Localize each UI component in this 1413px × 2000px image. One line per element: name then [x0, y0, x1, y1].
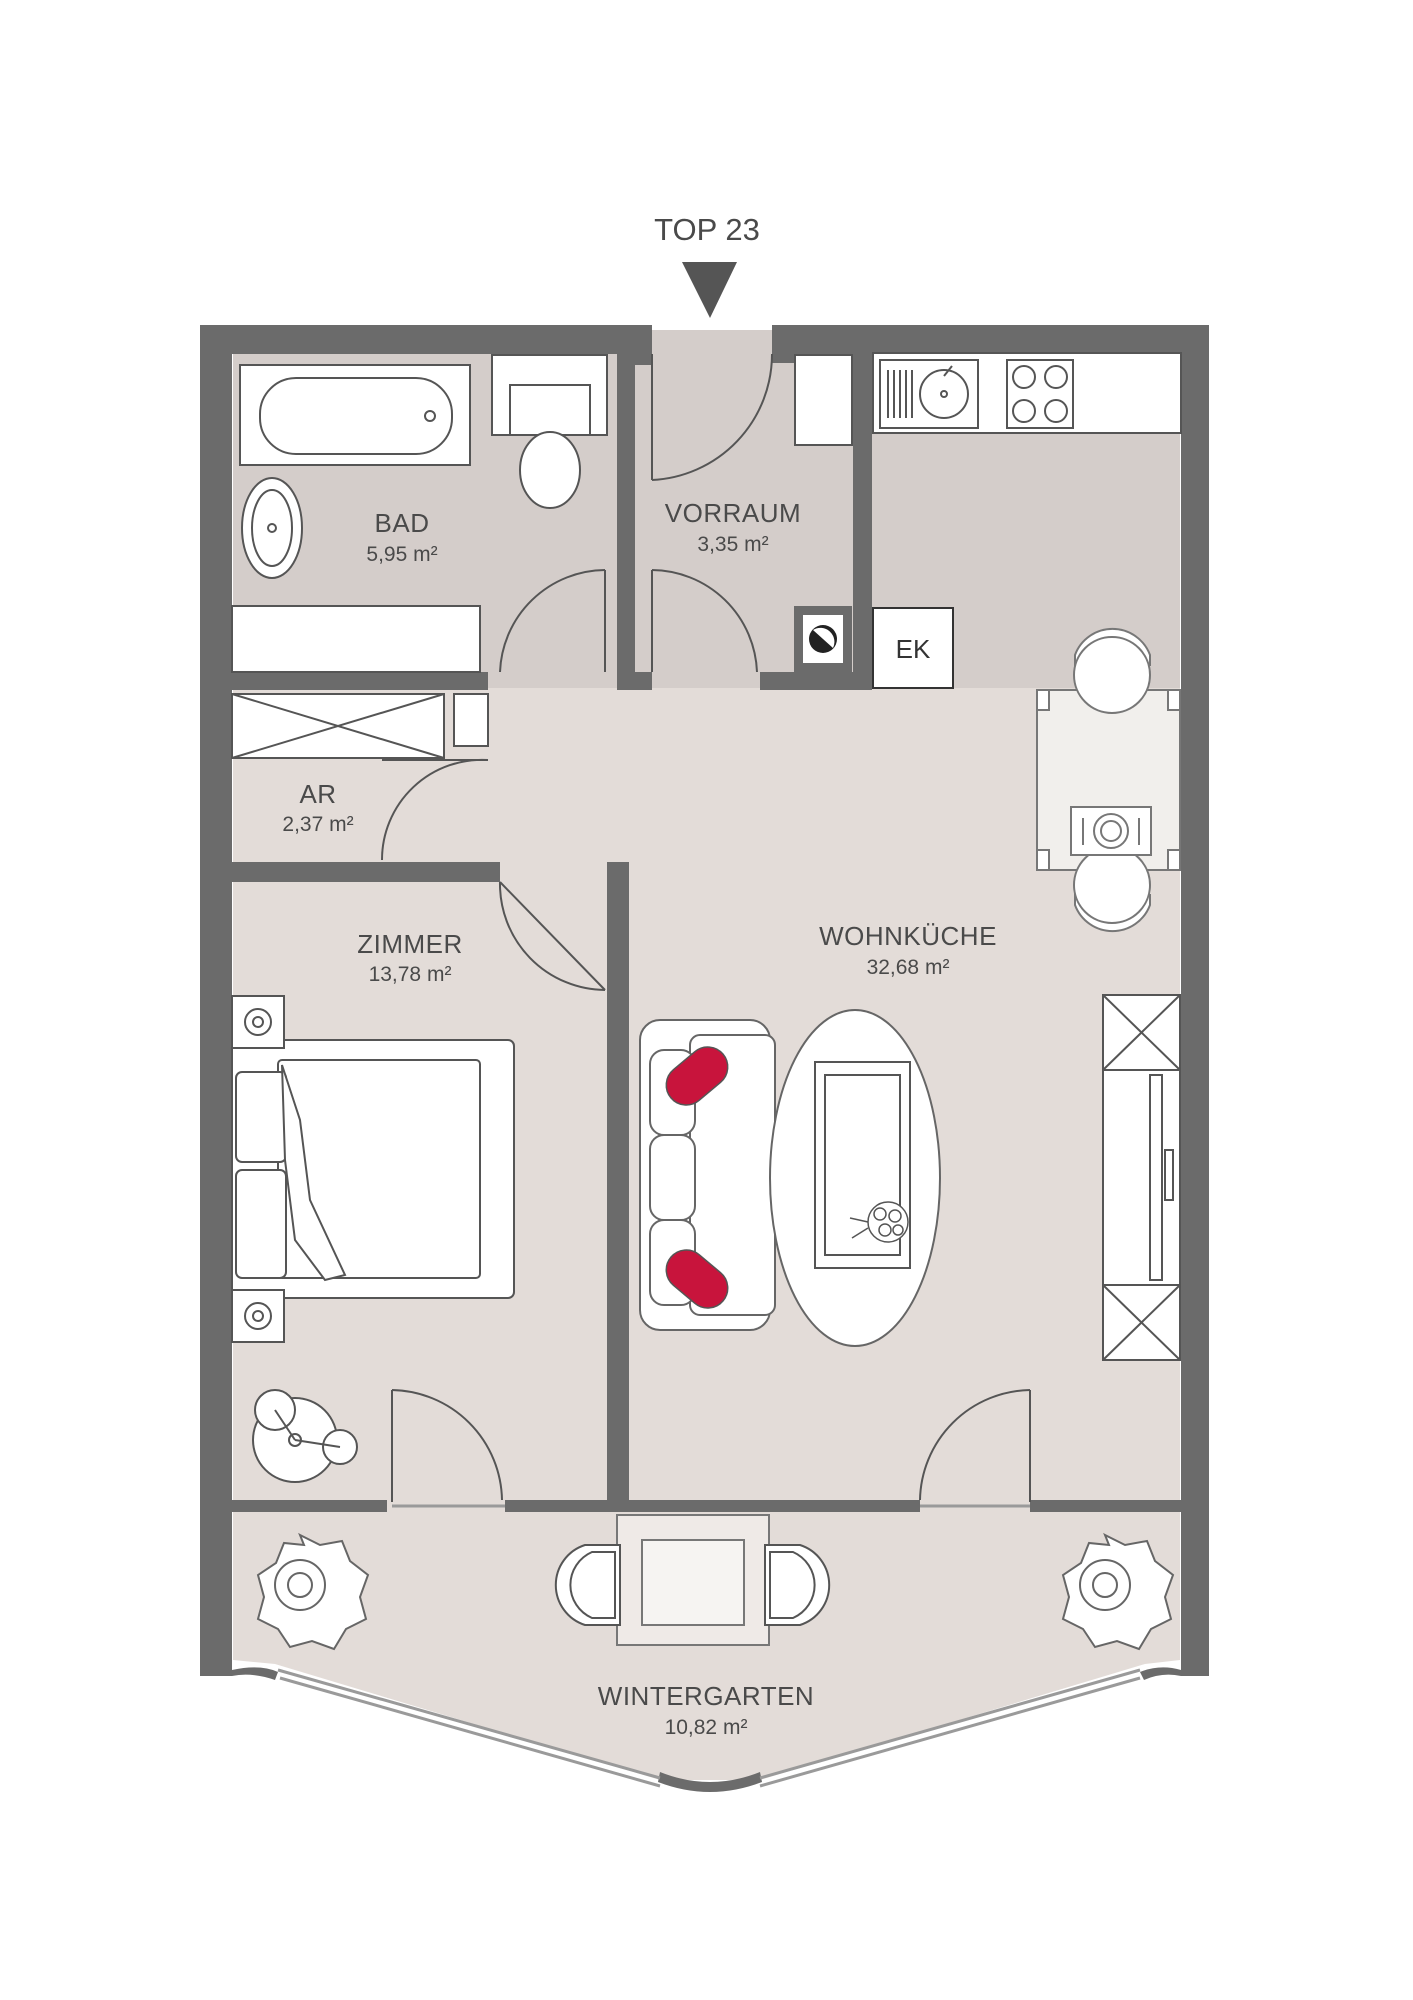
- room-ar-area: 2,37 m²: [282, 813, 353, 836]
- toilet: [491, 354, 608, 509]
- kitchen-counter: [872, 352, 1182, 434]
- room-wintergarten-area: 10,82 m²: [665, 1716, 748, 1739]
- plant-left-icon: [256, 1532, 370, 1651]
- floor-lamp-icon: [252, 1389, 358, 1483]
- walls: [200, 325, 1209, 1792]
- wintergarten-table: [616, 1514, 770, 1646]
- meter-box: [794, 606, 852, 672]
- nightstands: [231, 995, 285, 1343]
- chair-kitchen-top: [1073, 628, 1151, 714]
- dining-table-kitchen: [1036, 628, 1181, 932]
- room-zimmer-area: 13,78 m²: [369, 963, 452, 986]
- washing-machine-counter: [231, 605, 481, 673]
- room-bad-area: 5,95 m²: [366, 543, 437, 566]
- room-wohnkueche-name: WOHNKÜCHE: [819, 921, 997, 951]
- place-setting: [1070, 806, 1152, 856]
- room-ar-name: AR: [299, 779, 336, 809]
- double-bed: [231, 1039, 515, 1299]
- room-labels: BAD 5,95 m² VORRAUM 3,35 m² AR 2,37 m² Z…: [282, 498, 997, 1739]
- bathtub: [239, 364, 471, 466]
- room-wohnkueche-area: 32,68 m²: [867, 956, 950, 979]
- doors: [380, 353, 1031, 1502]
- ek-label: EK: [896, 634, 931, 664]
- wardrobe-vorraum: [794, 354, 853, 446]
- ek-box: EK: [872, 607, 954, 689]
- ar-shelf: [231, 693, 489, 759]
- tv-sideboard: [1102, 994, 1181, 1361]
- room-zimmer-name: ZIMMER: [357, 929, 463, 959]
- wintergarten-chairs: [554, 1544, 831, 1626]
- room-vorraum-name: VORRAUM: [665, 498, 801, 528]
- chair-kitchen-bottom: [1073, 846, 1151, 932]
- entrance-arrow-icon: [682, 262, 737, 318]
- sofa-cushions: [665, 1046, 729, 1309]
- washbasin-bad: [241, 477, 303, 579]
- room-bad-name: BAD: [375, 508, 430, 538]
- glazing: [277, 1504, 1141, 1788]
- room-vorraum-area: 3,35 m²: [697, 533, 768, 556]
- plant-right-icon: [1061, 1532, 1175, 1651]
- room-wintergarten-name: WINTERGARTEN: [598, 1681, 814, 1711]
- entrance-label: TOP 23: [654, 212, 760, 247]
- flower-bouquet-icon: [849, 1201, 909, 1243]
